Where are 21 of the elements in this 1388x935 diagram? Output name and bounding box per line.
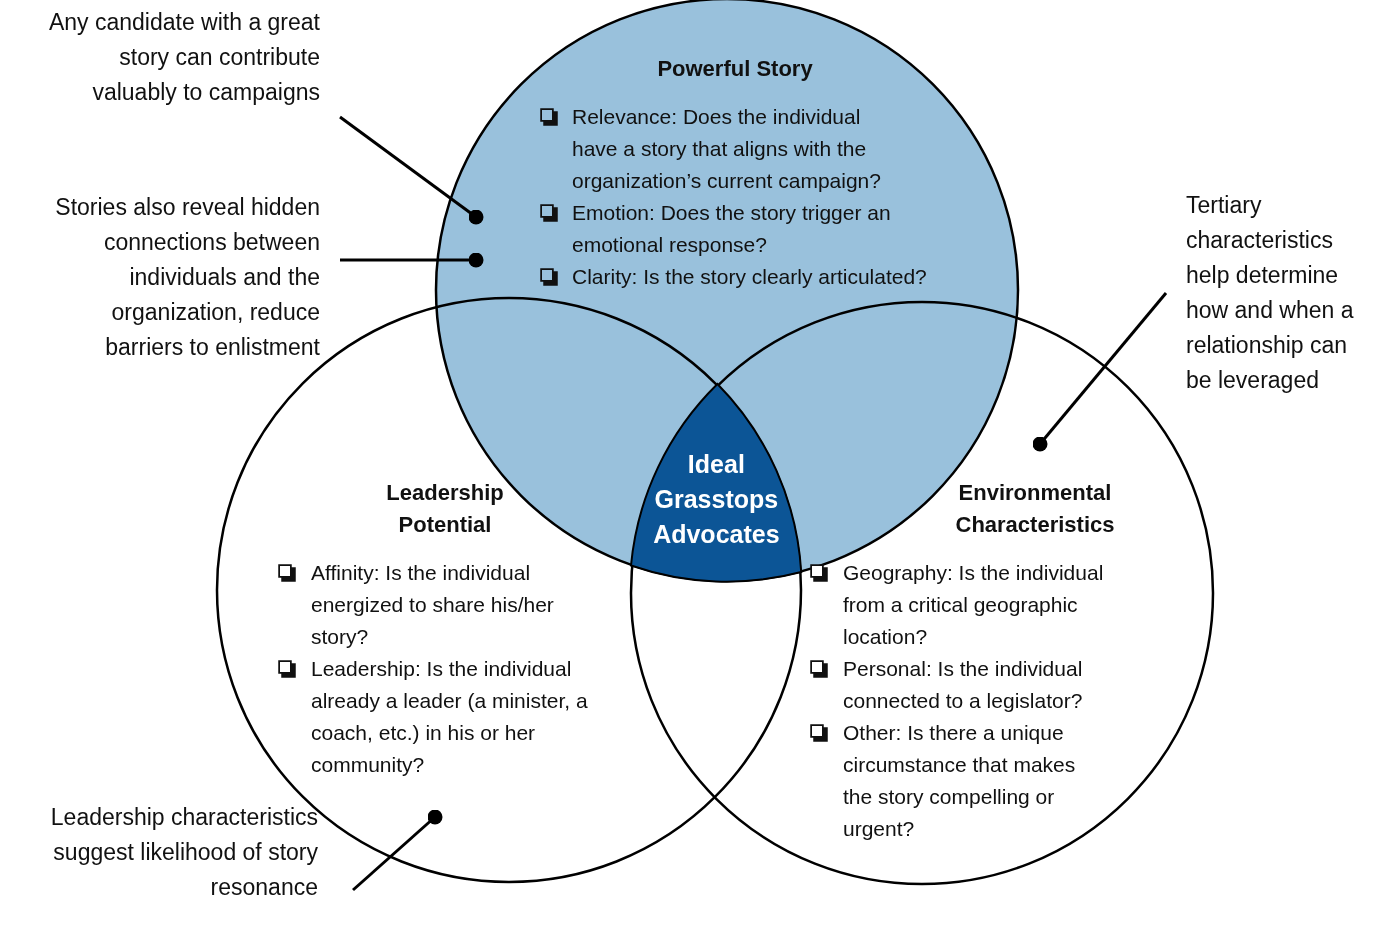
leader-line	[339, 115, 484, 225]
question-text: Personal: Is the individual connected to a legislator?	[843, 656, 1084, 714]
leader-line	[1032, 292, 1168, 452]
question-text: Geography: Is the individual from a critical geographic location?	[843, 560, 1105, 650]
callout-text: Any candidate with a great story can contribute valuably to campaigns	[47, 8, 320, 107]
question-text: Leadership: Is the individual already a leader (a minister, a coach, etc.) in his or her community?	[311, 656, 589, 778]
callout-text: Tertiary characteristics help determine how and when a relationship can be leveraged	[1186, 191, 1355, 395]
callout-text: Leadership characteristics suggest likelihood of story resonance	[49, 803, 318, 902]
region-label: Ideal Grasstops Advocates	[652, 449, 781, 550]
circle-title: Environmental Characteristics	[954, 479, 1116, 539]
leader-line	[352, 809, 443, 892]
question-text: Emotion: Does the story trigger an emotional response?	[572, 200, 892, 258]
leader-line	[340, 252, 484, 268]
overlap-region	[631, 384, 802, 582]
question-text: Affinity: Is the individual energized to share his/her story?	[311, 560, 555, 650]
question-text: Relevance: Does the individual have a story that aligns with the organization’s current campaign?	[572, 104, 882, 194]
circle-title: Powerful Story	[656, 55, 814, 83]
question-text: Other: Is there a unique circumstance that makes the story compelling or urgent?	[843, 720, 1077, 842]
callout-text: Stories also reveal hidden connections between individuals and the organization, reduce barriers to enlistment	[54, 193, 320, 362]
question-text: Clarity: Is the story clearly articulated?	[572, 264, 928, 290]
circle-title: Leadership Potential	[385, 479, 505, 539]
